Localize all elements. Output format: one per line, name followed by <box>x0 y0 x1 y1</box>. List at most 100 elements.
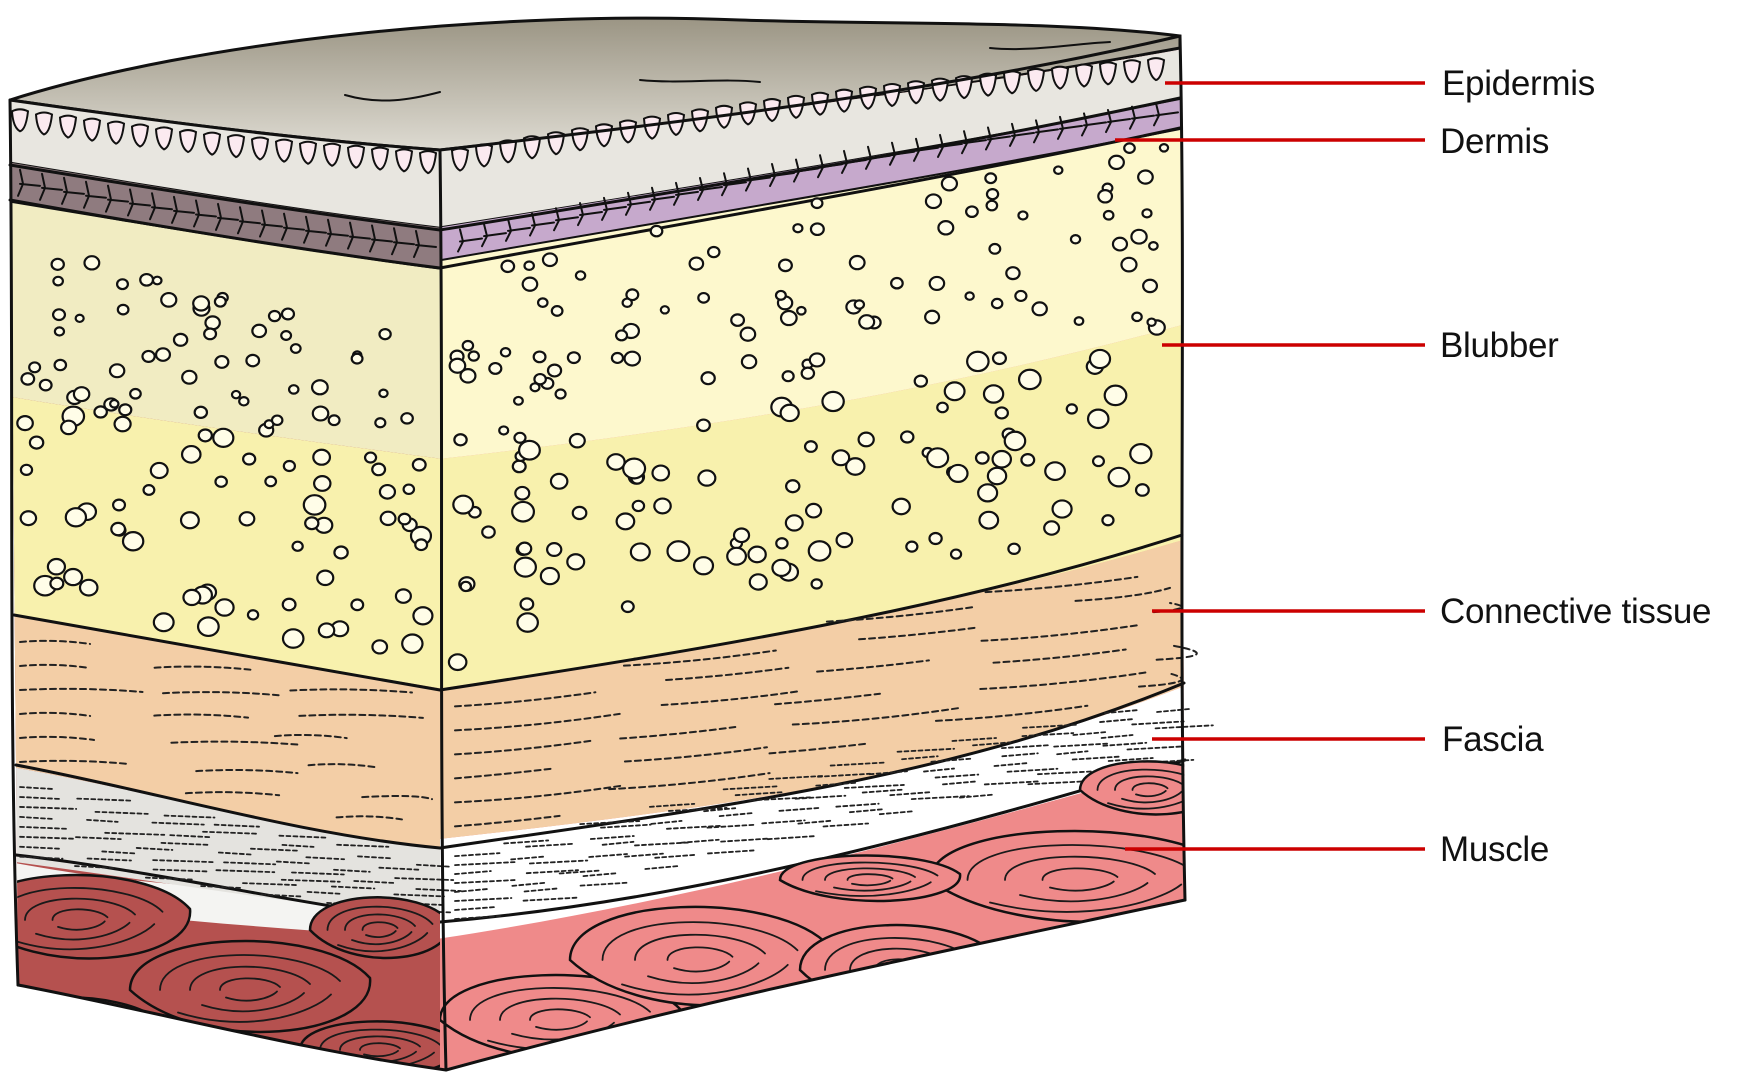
fat-cell <box>52 259 64 270</box>
fat-cell <box>809 541 831 560</box>
fat-cell <box>1104 211 1113 220</box>
fat-cell <box>708 247 719 257</box>
fat-cell <box>616 330 627 340</box>
fat-cell <box>1033 302 1047 315</box>
fat-cell <box>396 589 411 602</box>
fat-cell <box>205 316 219 329</box>
fat-cell <box>783 371 794 381</box>
fat-cell <box>1067 404 1077 413</box>
fat-cell <box>779 260 792 272</box>
fat-cell <box>698 470 715 485</box>
fat-cell <box>793 224 802 232</box>
fat-cell <box>626 289 638 300</box>
fat-cell <box>489 363 501 374</box>
fat-cell <box>153 277 161 285</box>
fat-cell <box>607 454 624 470</box>
fat-cell <box>365 453 376 463</box>
fat-cell <box>556 390 566 399</box>
fat-cell <box>29 362 40 372</box>
fat-cell <box>449 654 466 670</box>
fat-cell <box>524 261 533 269</box>
fat-cell <box>404 485 414 494</box>
fat-cell <box>812 198 823 208</box>
fat-cell <box>1008 544 1019 554</box>
fat-cell <box>915 376 927 387</box>
fat-cell <box>142 351 154 362</box>
fat-cell <box>667 541 689 561</box>
fat-cell <box>1136 484 1149 495</box>
fat-cell <box>567 554 584 569</box>
fat-cell <box>501 261 514 272</box>
fat-cell <box>1045 462 1065 480</box>
fat-cell <box>232 391 240 398</box>
fat-cell <box>1105 386 1127 405</box>
fat-cell <box>319 623 334 637</box>
fat-cell <box>541 568 559 584</box>
fat-cell <box>239 397 248 405</box>
fat-cell <box>617 513 635 529</box>
fat-cell <box>776 538 787 548</box>
fat-cell <box>651 226 663 236</box>
fat-cell <box>312 380 328 394</box>
fat-cell <box>521 598 534 609</box>
fat-cell <box>966 292 974 299</box>
fat-cell <box>1138 170 1153 183</box>
fat-cell <box>786 480 799 492</box>
fat-cell <box>182 446 200 463</box>
label-muscle: Muscle <box>1440 832 1549 867</box>
fat-cell <box>938 221 953 234</box>
fat-cell <box>53 309 65 320</box>
muscle-bundle <box>800 925 1000 1008</box>
fat-cell <box>859 433 874 447</box>
fat-cell <box>1142 209 1151 217</box>
fat-cell <box>702 372 715 384</box>
fat-cell <box>694 557 713 574</box>
fat-cell <box>987 201 998 210</box>
muscle-bundle <box>300 1021 460 1074</box>
fat-cell <box>1088 410 1108 428</box>
fat-cell <box>926 194 941 208</box>
fat-cell <box>111 523 125 535</box>
fat-cell <box>822 392 843 411</box>
fat-cell <box>195 407 207 418</box>
fat-cell <box>1006 267 1019 279</box>
fat-cell <box>927 448 948 467</box>
fat-cell <box>283 629 303 647</box>
fat-cell <box>76 315 84 322</box>
fat-cell <box>623 459 645 479</box>
fat-cell <box>482 526 494 537</box>
fat-cell <box>945 382 965 400</box>
fat-cell <box>193 296 209 310</box>
fat-cell <box>199 429 212 441</box>
fat-cell <box>317 571 333 585</box>
fat-cell <box>1044 521 1059 534</box>
fat-cell <box>1121 258 1136 272</box>
fat-cell <box>123 532 143 550</box>
fat-cell <box>517 613 537 631</box>
fat-cell <box>1019 370 1041 389</box>
fat-cell <box>742 355 756 368</box>
fat-cell <box>805 441 817 452</box>
fat-cell <box>110 364 124 377</box>
fat-cell <box>372 464 385 476</box>
fat-cell <box>204 329 216 340</box>
fat-cell <box>1053 500 1072 517</box>
fat-cell <box>576 271 585 279</box>
fat-cell <box>55 360 66 370</box>
fat-cell <box>625 352 640 366</box>
fat-cell <box>314 476 330 491</box>
fat-cell <box>1109 156 1124 169</box>
fat-cell <box>17 416 33 430</box>
fat-cell <box>837 533 853 547</box>
fat-cell <box>265 477 276 487</box>
fat-cell <box>786 515 803 530</box>
fat-cell <box>929 533 941 544</box>
fat-cell <box>140 274 153 286</box>
fat-cell <box>652 466 669 481</box>
fat-cell <box>252 325 266 337</box>
fat-cell <box>402 635 422 653</box>
fat-cell <box>1071 235 1080 243</box>
fat-cell <box>113 500 125 511</box>
fat-cell <box>906 542 917 552</box>
